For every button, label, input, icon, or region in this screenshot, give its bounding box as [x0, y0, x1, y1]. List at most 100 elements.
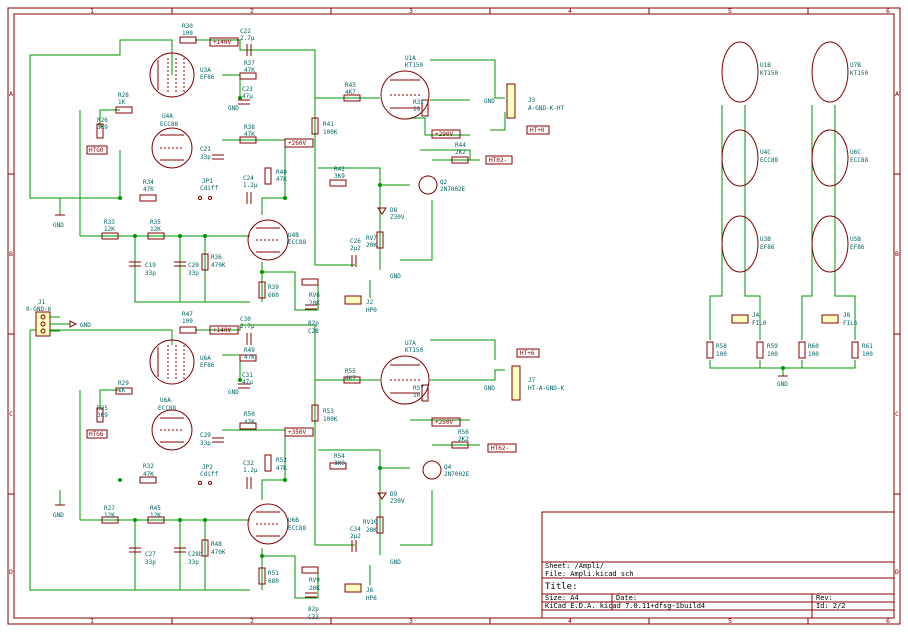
- r-ref: R57: [413, 385, 424, 392]
- r-value: 47K: [143, 186, 154, 193]
- tube-ref: U6A: [200, 355, 211, 362]
- tube-value: ECC88: [158, 405, 176, 412]
- r-value: 100: [767, 351, 778, 358]
- c-ref: C27: [145, 551, 156, 558]
- col-number: 5: [728, 7, 732, 15]
- lower-net-labels: +140V +350V +250V HT+6 HTG6 HT62- GND GN…: [86, 325, 540, 566]
- rev-label: Rev:: [816, 594, 833, 602]
- frame-letters-right: A B C D: [895, 90, 899, 576]
- r-ref: R42: [334, 166, 345, 173]
- c-value: 1.2µ: [243, 182, 258, 189]
- r-ref: R27: [104, 505, 115, 512]
- r-value: 10: [413, 106, 421, 113]
- tube-value: EF86: [760, 244, 775, 251]
- lower-tube-u6b: U6B ECC88: [247, 503, 306, 545]
- d-value: Z30V: [390, 498, 405, 505]
- tube-value: EF86: [200, 362, 215, 369]
- frame-ticks: [8, 8, 900, 624]
- r-ref: R36: [211, 254, 222, 261]
- r-value: 10: [413, 392, 421, 399]
- lower-resistors: R47 100 R49 47K R29 1K R25 3K9 R50 47K R…: [96, 311, 469, 585]
- c-value: 47µ: [242, 379, 253, 386]
- tube-value: KT150: [850, 70, 868, 77]
- r-ref: R47: [182, 311, 193, 318]
- net-label: GND: [390, 273, 401, 280]
- r-value: 100: [182, 30, 193, 37]
- row-letter: B: [9, 250, 13, 258]
- c-ref: C33: [308, 614, 319, 621]
- outer-frame: [7, 7, 901, 625]
- r-ref: R35: [150, 219, 161, 226]
- r-value: 680: [268, 292, 279, 299]
- c-ref: C22: [240, 28, 251, 35]
- col-number: 3: [409, 617, 413, 625]
- r-value: 12K: [104, 512, 115, 519]
- j1-ref: J1: [38, 299, 46, 306]
- r-value: 470K: [211, 549, 226, 556]
- c-ref: C30: [240, 316, 251, 323]
- tube-value: ECC88: [288, 239, 306, 246]
- c-value: 33p: [188, 270, 199, 277]
- net-label: HTG6: [89, 431, 104, 438]
- c-ref: C23: [242, 86, 253, 93]
- r-value: 12K: [150, 226, 161, 233]
- tube-ref: U4C: [760, 149, 771, 156]
- id-label: Id: 2/2: [816, 602, 846, 610]
- tool-label: KiCad E.D.A. kicad 7.0.11+dfsg-1build4: [545, 602, 705, 610]
- jp-value: Cdiff: [200, 471, 218, 478]
- pot-value: 20K: [309, 300, 320, 307]
- c-value: 2.7µ: [240, 35, 255, 42]
- net-label: +350V: [288, 429, 306, 436]
- jp-ref: JP1: [202, 178, 213, 185]
- c-value: 47µ: [242, 93, 253, 100]
- r-ref: R40: [276, 169, 287, 176]
- r-value: 3K9: [334, 173, 345, 180]
- net-label: HT62-: [491, 445, 509, 452]
- tube-ref: U4A: [162, 113, 173, 120]
- r-value: 100: [182, 318, 193, 325]
- c-ref: C32: [243, 460, 254, 467]
- c-value: 33p: [200, 440, 211, 447]
- col-number: 6: [886, 617, 890, 625]
- row-letter: D: [895, 568, 899, 576]
- col-number: 3: [409, 7, 413, 15]
- r-value: 47K: [143, 471, 154, 478]
- tube-ref: U6C: [850, 149, 861, 156]
- r-ref: R48: [211, 541, 222, 548]
- r-value: 100K: [323, 129, 338, 136]
- tube-value: ECC88: [160, 121, 178, 128]
- q-value: 2N7002E: [444, 471, 470, 478]
- c-value: 33p: [200, 154, 211, 161]
- r-ref: R39: [268, 284, 279, 291]
- conn-ref: J4: [752, 312, 760, 319]
- r-ref: R60: [808, 343, 819, 350]
- r-value: 12K: [104, 226, 115, 233]
- jhp-ref: J6: [366, 587, 374, 594]
- r-ref: R59: [767, 343, 778, 350]
- r-ref: R55: [345, 368, 356, 375]
- c-ref: C20: [188, 262, 199, 269]
- c-value: 2.7µ: [240, 323, 255, 330]
- conn-value: FIL0: [752, 320, 767, 327]
- tube-ref: U7B: [850, 62, 861, 69]
- tube-ref: U5B: [850, 236, 861, 243]
- c-ref: C28: [308, 328, 319, 335]
- r-ref: R30: [182, 23, 193, 30]
- col-number: 6: [886, 7, 890, 15]
- tube-ref: U4B: [288, 232, 299, 239]
- r-value: 2K2: [455, 149, 466, 156]
- row-letter: C: [9, 410, 13, 418]
- c-ref: C24: [243, 175, 254, 182]
- c-ref: C26: [350, 238, 361, 245]
- net-label: GND: [390, 559, 401, 566]
- r-ref: R28: [118, 92, 129, 99]
- j1-net: GND: [80, 322, 91, 329]
- col-number: 1: [90, 7, 94, 15]
- r-ref: R45: [150, 505, 161, 512]
- r-ref: R58: [716, 343, 727, 350]
- jconn-value: HT-A-GND-K: [528, 385, 565, 392]
- net-label: GND: [484, 385, 495, 392]
- file-label: File: Ampli.kicad_sch: [545, 570, 634, 578]
